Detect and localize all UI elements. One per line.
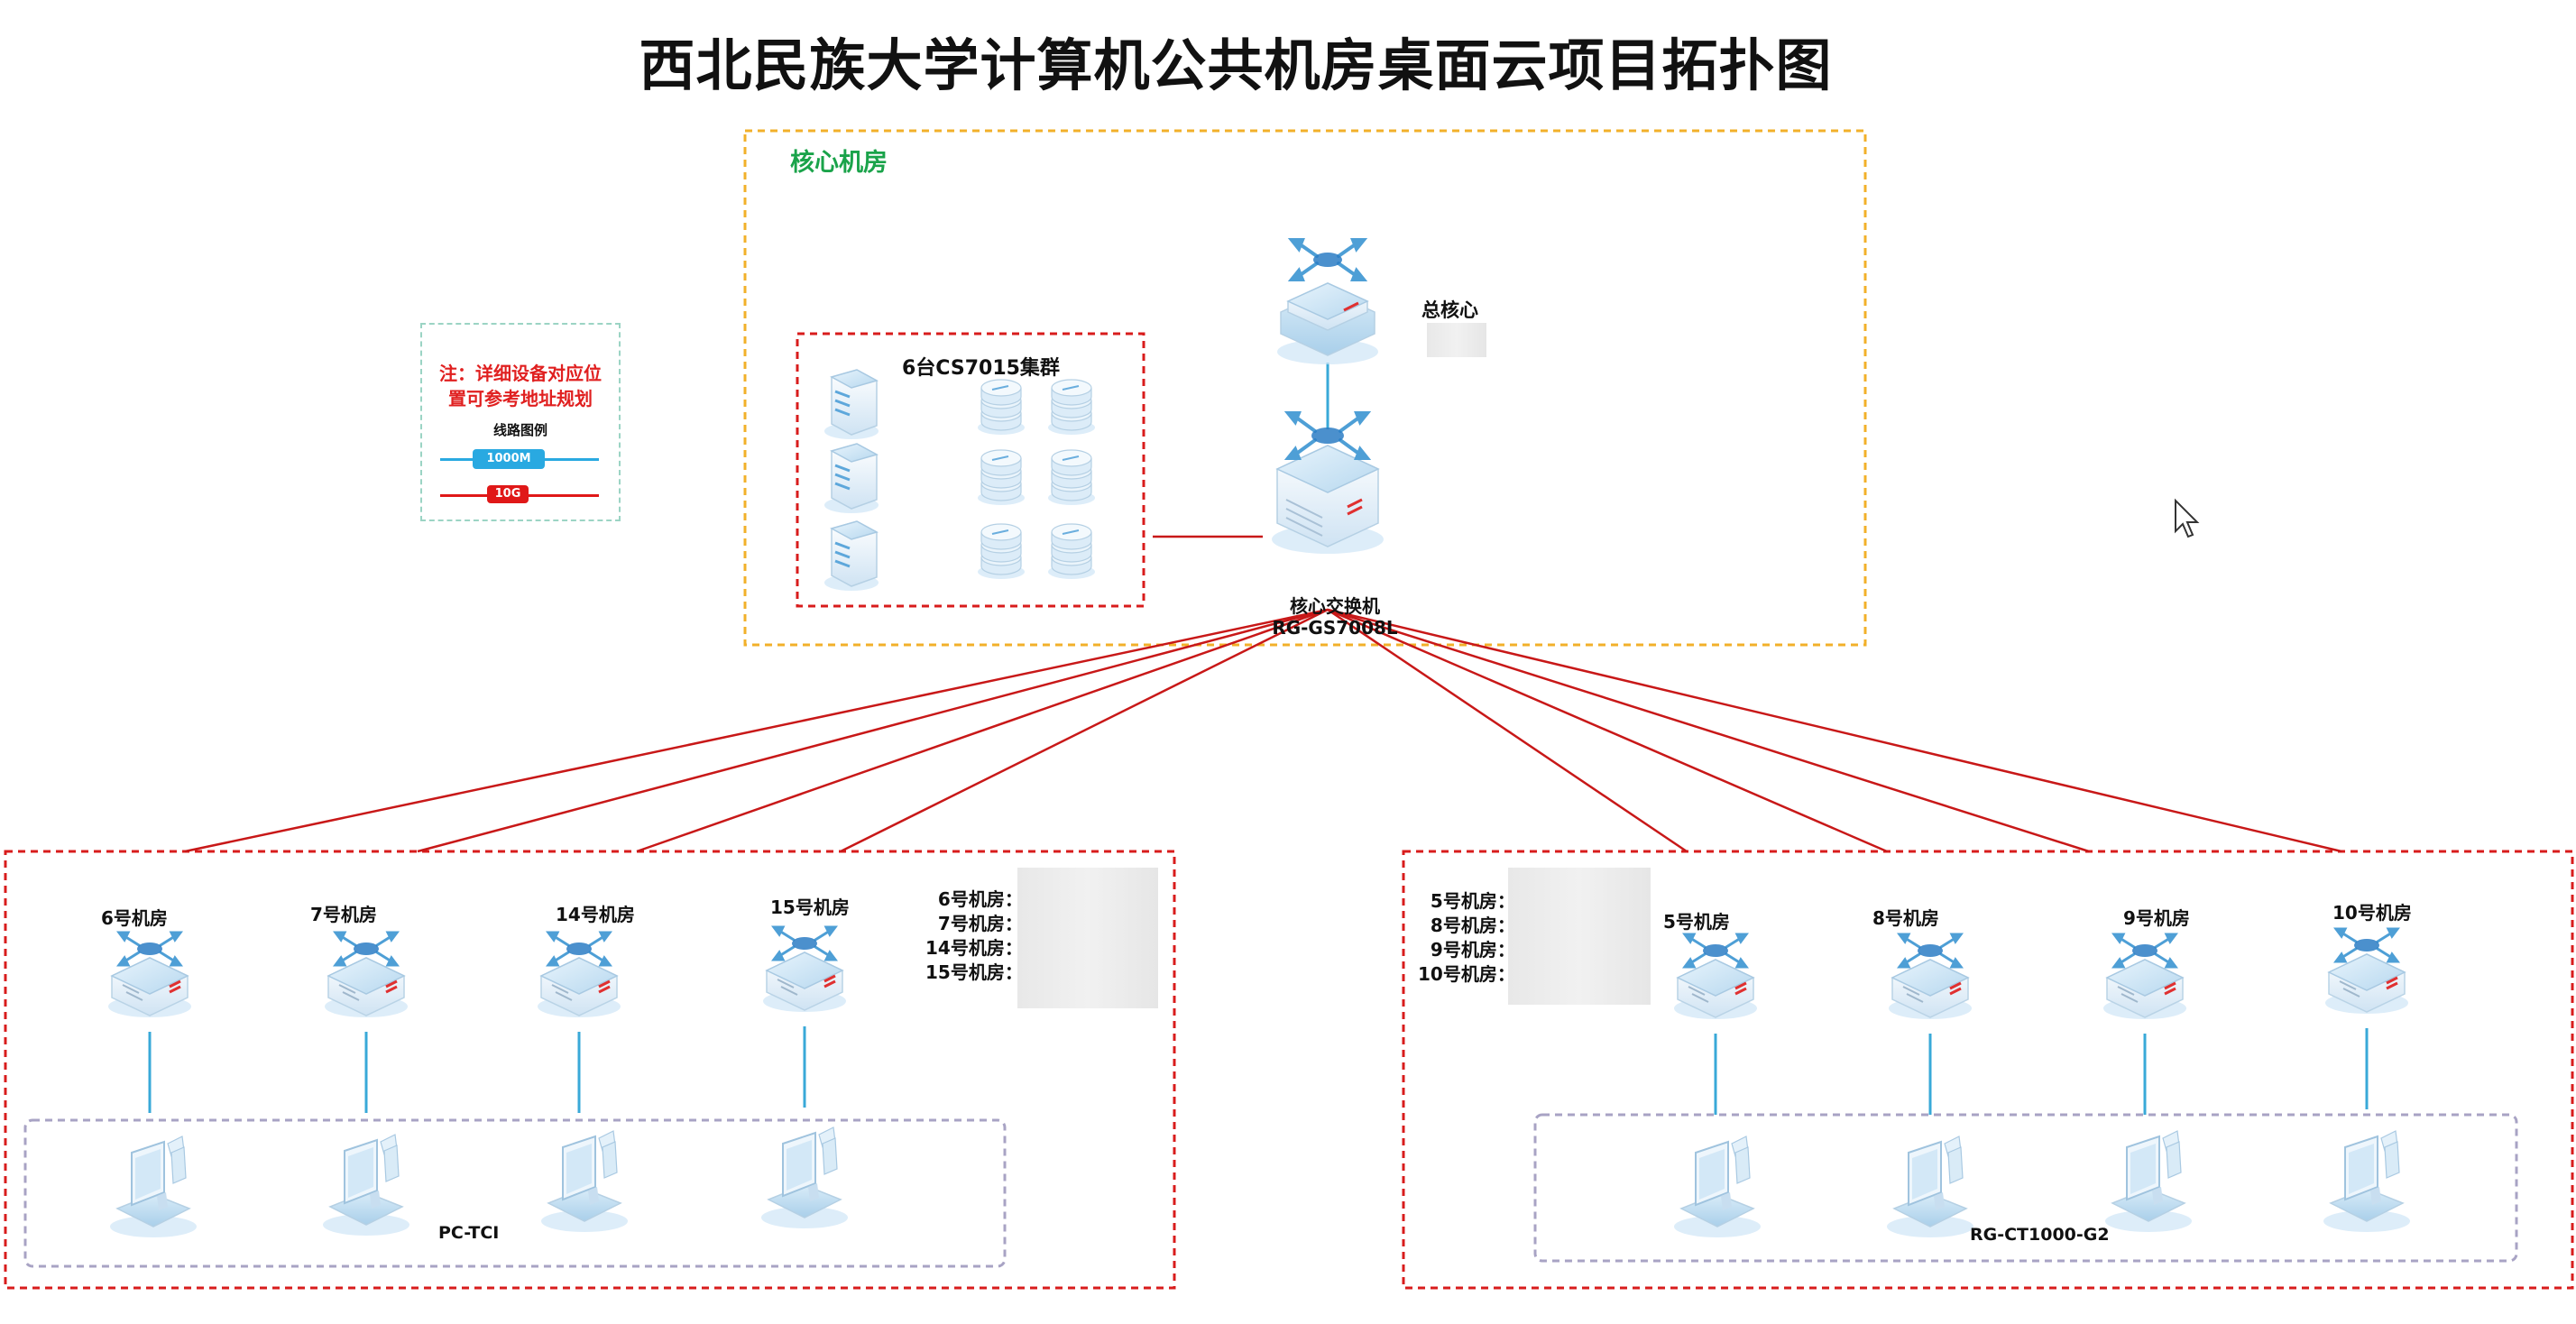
access-switch-icon [761, 925, 848, 1014]
pc-terminal-icon [2323, 1130, 2411, 1233]
room-label-right-3: 10号机房 [2332, 902, 2412, 924]
storage-node-icon [1047, 379, 1096, 436]
room-label-left-2: 14号机房 [556, 904, 635, 925]
core-room-zone [743, 129, 1867, 647]
storage-node-icon [977, 449, 1026, 506]
server-icon [823, 442, 880, 515]
core-room-label: 核心机房 [790, 149, 888, 177]
access-switch-icon [1672, 933, 1759, 1021]
access-switch-icon [2323, 927, 2410, 1016]
right-access-zone [1402, 850, 2574, 1290]
uplink-line-2 [636, 608, 1329, 853]
storage-node-icon [1047, 523, 1096, 580]
left-terminal-type: PC-TCI [438, 1223, 500, 1243]
address-label: 10号机房： [1418, 963, 1515, 985]
pc-terminal-icon [2104, 1130, 2193, 1233]
legend-note: 注：详细设备对应位 置可参考地址规划 [422, 361, 619, 411]
server-icon [823, 368, 880, 441]
address-label: 9号机房： [1430, 939, 1515, 961]
total-core-label: 总核心 [1421, 299, 1478, 321]
uplink-line-5 [1327, 608, 1888, 853]
legend-pill-10g: 10G [487, 485, 529, 503]
address-label: 14号机房： [925, 937, 1023, 959]
uplink-line-0 [184, 608, 1329, 853]
redacted-patch [1017, 868, 1158, 1008]
core-switch-icon [1270, 411, 1385, 556]
access-switch-icon [323, 931, 409, 1019]
uplink-line-1 [417, 608, 1329, 853]
address-label: 8号机房： [1430, 915, 1515, 936]
pc-terminal-icon [109, 1136, 198, 1238]
storage-node-icon [977, 379, 1026, 436]
left-access-zone [4, 850, 1176, 1290]
pc-terminal-icon [322, 1134, 410, 1237]
left-terminal-group [23, 1118, 1007, 1268]
pc-terminal-icon [1673, 1136, 1762, 1238]
core-switch-label: 核心交换机 RG-GS7008L [1245, 595, 1425, 639]
uplink-line-7 [1327, 608, 2342, 853]
room-label-right-2: 9号机房 [2123, 907, 2190, 929]
storage-node-icon [977, 523, 1026, 580]
address-label: 15号机房： [925, 961, 1023, 983]
legend-note-line-1: 注：详细设备对应位 [439, 363, 602, 384]
right-terminal-group [1533, 1113, 2518, 1263]
pc-terminal-icon [1886, 1136, 1974, 1238]
access-switch-icon [106, 931, 193, 1019]
legend-note-line-2: 置可参考地址规划 [448, 388, 593, 409]
room-label-right-1: 8号机房 [1872, 907, 1939, 929]
address-label: 7号机房： [937, 913, 1023, 934]
total-core-switch-icon [1275, 238, 1380, 366]
pc-terminal-icon [540, 1130, 629, 1233]
server-icon [823, 519, 880, 593]
uplink-line-6 [1327, 608, 2090, 853]
access-switch-icon [536, 931, 622, 1019]
access-switch-icon [2102, 933, 2188, 1021]
cursor-icon [2175, 498, 2200, 538]
right-terminal-type: RG-CT1000-G2 [1970, 1225, 2110, 1245]
legend: 注：详细设备对应位 置可参考地址规划 线路图例 1000M 10G [420, 323, 621, 521]
redacted-patch [1427, 323, 1486, 357]
access-switch-icon [1887, 933, 1973, 1021]
right-address-list: 5号机房： 8号机房： 9号机房： 10号机房： [1418, 889, 1515, 987]
left-address-list: 6号机房： 7号机房： 14号机房： 15号机房： [925, 887, 1023, 985]
diagram-title: 西北民族大学计算机公共机房桌面云项目拓扑图 [639, 32, 1833, 98]
room-label-right-0: 5号机房 [1663, 911, 1730, 933]
pc-terminal-icon [760, 1126, 849, 1229]
core-switch-name: 核心交换机 [1290, 595, 1380, 617]
legend-pill-1000m: 1000M [473, 449, 545, 469]
server-cluster-zone [796, 332, 1145, 608]
storage-node-icon [1047, 449, 1096, 506]
core-switch-model: RG-GS7008L [1272, 617, 1398, 639]
room-label-left-1: 7号机房 [310, 904, 377, 925]
room-label-left-0: 6号机房 [101, 907, 168, 929]
uplink-line-3 [840, 608, 1329, 853]
redacted-patch [1508, 868, 1651, 1005]
address-label: 5号机房： [1430, 890, 1515, 912]
uplink-line-4 [1327, 608, 1688, 853]
cluster-label: 6台CS7015集群 [902, 357, 1060, 380]
room-label-left-3: 15号机房 [770, 896, 850, 918]
address-label: 6号机房： [937, 888, 1023, 910]
legend-title: 线路图例 [492, 422, 547, 438]
